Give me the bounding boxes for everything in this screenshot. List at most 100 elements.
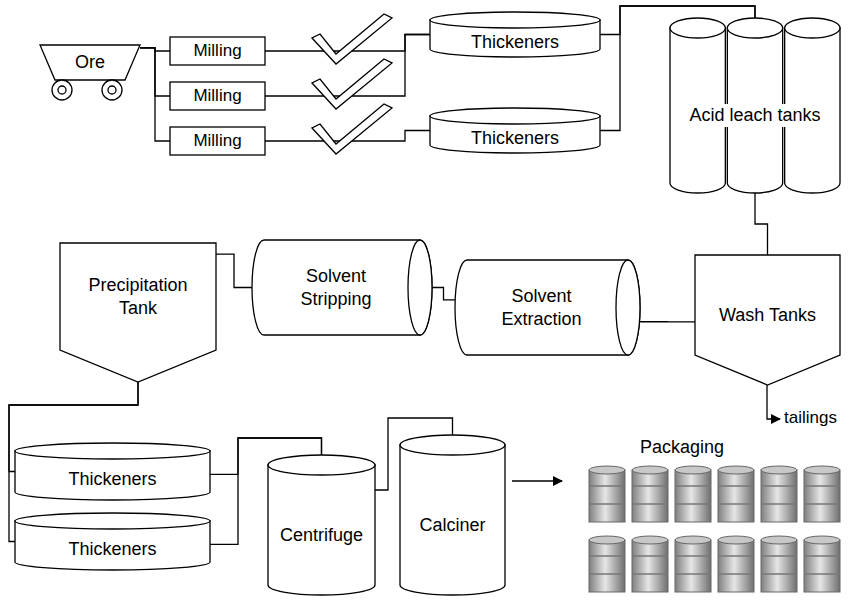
process-vessel: Thickeners	[15, 513, 210, 570]
drum-symbol	[804, 466, 840, 522]
node-label: Thickeners	[471, 127, 559, 150]
cylinder-end	[408, 240, 432, 335]
shape-outline	[430, 108, 600, 153]
drum-body	[804, 470, 840, 522]
cylinder-top	[15, 513, 210, 529]
drum-rib	[675, 555, 711, 557]
process-box: Milling	[170, 82, 265, 110]
drum-lid	[761, 536, 797, 544]
drum-rib	[761, 503, 797, 505]
node-label: Thickeners	[68, 468, 156, 491]
drum-body	[718, 470, 754, 522]
node-label: Milling	[193, 85, 241, 106]
shape-outline	[40, 45, 140, 100]
drum-rib	[761, 555, 797, 557]
product-arrow	[512, 480, 562, 481]
cylinder-top	[430, 12, 600, 28]
shape-outline	[670, 18, 840, 193]
drum-rib	[675, 503, 711, 505]
process-box: Milling	[170, 37, 265, 65]
shape-layer	[455, 260, 640, 355]
cylinder-top	[670, 18, 725, 38]
drum-rib	[675, 485, 711, 487]
shape-outline	[455, 260, 640, 355]
process-vessel: Centrifuge	[268, 455, 375, 595]
node-label: Milling	[193, 40, 241, 61]
node-label: Precipitation Tank	[68, 274, 208, 319]
process-vessel: Thickeners	[15, 443, 210, 500]
drum-rib	[718, 485, 754, 487]
cart-hub	[108, 86, 116, 94]
cylinder-top	[15, 443, 210, 459]
shape-outline	[400, 435, 505, 595]
drum-symbol	[761, 536, 797, 592]
shape-outline	[252, 240, 432, 335]
tank-outline	[695, 255, 840, 385]
cylinder-end	[616, 260, 640, 355]
cylinder-top	[268, 455, 375, 475]
box-outline	[170, 37, 265, 65]
node-label: Wash Tanks	[719, 304, 816, 327]
cart-hub	[58, 86, 66, 94]
drum-rib	[718, 503, 754, 505]
output-label: tailings	[784, 408, 837, 428]
drum-symbol	[675, 466, 711, 522]
drum-symbol	[632, 466, 668, 522]
shape-outline	[15, 443, 210, 500]
process-vessel: Thickeners	[430, 108, 600, 153]
flow-line	[755, 193, 768, 255]
process-vessel: Solvent Stripping	[252, 240, 432, 335]
flow-line	[640, 321, 695, 323]
drum-rib	[589, 573, 625, 575]
drum-body	[632, 470, 668, 522]
drum-rib	[761, 485, 797, 487]
node-label: Centrifuge	[280, 524, 363, 547]
cylinder-body	[455, 260, 640, 355]
shape-layer	[252, 240, 432, 335]
drum-rib	[632, 503, 668, 505]
drum-rib	[632, 555, 668, 557]
drum-rib	[632, 485, 668, 487]
cylinder-body	[268, 465, 375, 595]
cylinder-top	[727, 18, 782, 38]
drum-symbol	[718, 466, 754, 522]
drum-rib	[804, 503, 840, 505]
shape-outline	[695, 255, 840, 385]
drum-symbol	[632, 536, 668, 592]
drum-lid	[632, 466, 668, 474]
cyclone-symbol	[312, 59, 392, 109]
drum-rib	[804, 555, 840, 557]
process-vessel: Thickeners	[430, 12, 600, 57]
node-label: Thickeners	[68, 538, 156, 561]
drum-rib	[804, 573, 840, 575]
box-outline	[170, 127, 265, 155]
drum-rib	[589, 503, 625, 505]
drum-body	[804, 540, 840, 592]
drum-lid	[804, 536, 840, 544]
drum-rib	[718, 555, 754, 557]
drum-rib	[675, 573, 711, 575]
node-label: Solvent Extraction	[487, 285, 597, 330]
node-label: Ore	[75, 51, 105, 74]
drum-rib	[718, 573, 754, 575]
drum-rib	[632, 573, 668, 575]
process-vessel: Wash Tanks	[695, 255, 840, 385]
flow-line	[432, 288, 455, 300]
process-vessel: Precipitation Tank	[60, 243, 216, 382]
drum-body	[761, 470, 797, 522]
drum-lid	[761, 466, 797, 474]
box-outline	[170, 82, 265, 110]
drum-rib	[589, 555, 625, 557]
drum-body	[589, 470, 625, 522]
cyclone-symbol	[312, 14, 392, 64]
drum-symbol	[804, 536, 840, 592]
drum-rib	[589, 485, 625, 487]
cart-wheel	[52, 80, 72, 100]
drum-body	[632, 540, 668, 592]
drum-rib	[761, 573, 797, 575]
cart-wheel	[102, 80, 122, 100]
shape-outline	[430, 12, 600, 57]
cyclone-symbol	[312, 104, 392, 154]
shape-outline	[170, 82, 265, 110]
drum-group	[589, 466, 840, 592]
